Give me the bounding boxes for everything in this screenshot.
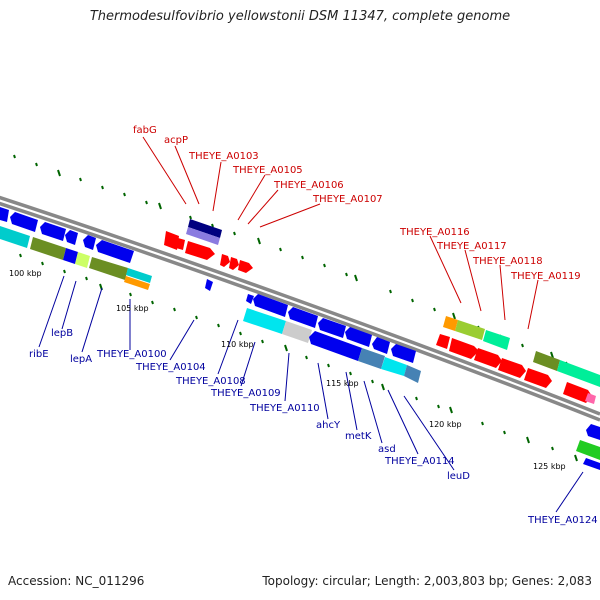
gene-reverse[interactable] [583, 458, 600, 470]
gene-forward[interactable] [557, 360, 600, 387]
gene-forward[interactable] [563, 382, 592, 403]
gene-reverse[interactable] [63, 248, 78, 264]
gene-forward[interactable] [436, 334, 450, 349]
gene-reverse[interactable] [126, 268, 152, 283]
gene-label-THEYE_A0119[interactable]: THEYE_A0119 [510, 271, 581, 282]
gene-forward[interactable] [188, 219, 222, 238]
gene-reverse[interactable] [358, 348, 385, 369]
forward-callouts [142, 136, 539, 330]
gene-label-fabG[interactable]: fabG [133, 125, 157, 136]
gene-label-metK[interactable]: metK [345, 431, 372, 442]
gene-reverse[interactable] [381, 357, 407, 376]
gene-forward[interactable] [455, 320, 485, 340]
gene-reverse[interactable] [345, 327, 372, 347]
gene-label-lepA[interactable]: lepA [70, 354, 92, 365]
inner-ticks [19, 253, 578, 462]
gene-reverse[interactable] [124, 276, 150, 290]
gene-reverse[interactable] [10, 212, 38, 232]
gene-forward[interactable] [229, 257, 239, 270]
gene-reverse[interactable] [83, 235, 96, 250]
gene-reverse[interactable] [253, 294, 288, 317]
gene-label-ahcY[interactable]: ahcY [316, 420, 341, 431]
gene-reverse[interactable] [65, 230, 78, 245]
gene-reverse[interactable] [30, 237, 66, 260]
gene-forward[interactable] [220, 254, 230, 267]
scale-label: 115 kbp [326, 379, 359, 388]
gene-reverse[interactable] [309, 331, 362, 361]
gene-reverse[interactable] [96, 240, 134, 263]
genome-backbone [0, 201, 600, 422]
gene-label-asd[interactable]: asd [378, 444, 396, 455]
gene-label-THEYE_A0116[interactable]: THEYE_A0116 [399, 227, 470, 238]
gene-forward[interactable] [524, 368, 552, 388]
gene-reverse[interactable] [372, 337, 390, 354]
gene-label-THEYE_A0107[interactable]: THEYE_A0107 [312, 194, 383, 205]
forward-strand-genes [164, 219, 600, 404]
gene-reverse[interactable] [318, 318, 346, 338]
gene-forward[interactable] [533, 351, 560, 371]
genome-summary: Topology: circular; Length: 2,003,803 bp… [262, 574, 592, 588]
gene-label-lepB[interactable]: lepB [51, 328, 73, 339]
gene-label-THEYE_A0117[interactable]: THEYE_A0117 [436, 241, 507, 252]
gene-label-THEYE_A0114[interactable]: THEYE_A0114 [384, 456, 455, 467]
gene-label-THEYE_A0106[interactable]: THEYE_A0106 [273, 180, 344, 191]
gene-reverse[interactable] [0, 207, 9, 222]
gene-forward[interactable] [585, 393, 596, 404]
scale-label: 110 kbp [221, 340, 254, 349]
reverse-callouts [38, 275, 584, 513]
gene-label-THEYE_A0108[interactable]: THEYE_A0108 [175, 376, 246, 387]
gene-label-THEYE_A0109[interactable]: THEYE_A0109 [210, 388, 281, 399]
gene-forward[interactable] [185, 241, 215, 260]
gene-reverse[interactable] [0, 226, 30, 248]
reverse-strand-genes [0, 207, 600, 470]
gene-forward[interactable] [498, 358, 526, 378]
gene-label-THEYE_A0103[interactable]: THEYE_A0103 [188, 151, 259, 162]
gene-reverse[interactable] [89, 257, 128, 280]
gene-reverse[interactable] [75, 252, 90, 268]
gene-forward[interactable] [238, 260, 253, 273]
scale-label: 100 kbp [9, 269, 42, 278]
gene-reverse[interactable] [40, 222, 66, 241]
forward-gene-labels: fabG acpP THEYE_A0103 THEYE_A0105 THEYE_… [133, 125, 581, 282]
gene-reverse[interactable] [205, 279, 213, 291]
scale-label: 120 kbp [429, 420, 462, 429]
gene-forward[interactable] [176, 238, 185, 250]
gene-label-THEYE_A0100[interactable]: THEYE_A0100 [96, 349, 167, 360]
gene-reverse[interactable] [243, 308, 286, 334]
gene-reverse[interactable] [246, 294, 254, 304]
gene-label-acpP[interactable]: acpP [164, 135, 188, 146]
gene-forward[interactable] [164, 231, 179, 250]
gene-label-THEYE_A0104[interactable]: THEYE_A0104 [135, 362, 206, 373]
gene-label-THEYE_A0105[interactable]: THEYE_A0105 [232, 165, 303, 176]
reverse-gene-labels: ribE lepB lepA THEYE_A0100 THEYE_A0104 T… [29, 328, 598, 526]
gene-reverse[interactable] [391, 344, 416, 363]
gene-label-ribE[interactable]: ribE [29, 349, 49, 360]
gene-forward[interactable] [449, 338, 479, 359]
gene-reverse[interactable] [282, 321, 312, 343]
gene-reverse[interactable] [576, 440, 600, 460]
scale-label: 125 kbp [533, 462, 566, 471]
gene-label-THEYE_A0124[interactable]: THEYE_A0124 [527, 515, 598, 526]
gene-reverse[interactable] [586, 424, 600, 440]
accession-text: Accession: NC_011296 [8, 574, 145, 588]
gene-forward[interactable] [186, 227, 220, 245]
map-title: Thermodesulfovibrio yellowstonii DSM 113… [89, 9, 511, 24]
scale-labels: 100 kbp 105 kbp 110 kbp 115 kbp 120 kbp … [9, 269, 566, 471]
gene-forward[interactable] [483, 330, 510, 350]
scale-label: 105 kbp [116, 304, 149, 313]
gene-label-leuD[interactable]: leuD [447, 471, 470, 482]
gene-label-THEYE_A0118[interactable]: THEYE_A0118 [472, 256, 543, 267]
gene-forward[interactable] [474, 348, 502, 368]
gene-forward[interactable] [443, 316, 458, 331]
gene-reverse[interactable] [288, 307, 318, 328]
gene-label-THEYE_A0110[interactable]: THEYE_A0110 [249, 403, 320, 414]
genome-backbone [0, 195, 600, 416]
gene-reverse[interactable] [404, 365, 421, 383]
